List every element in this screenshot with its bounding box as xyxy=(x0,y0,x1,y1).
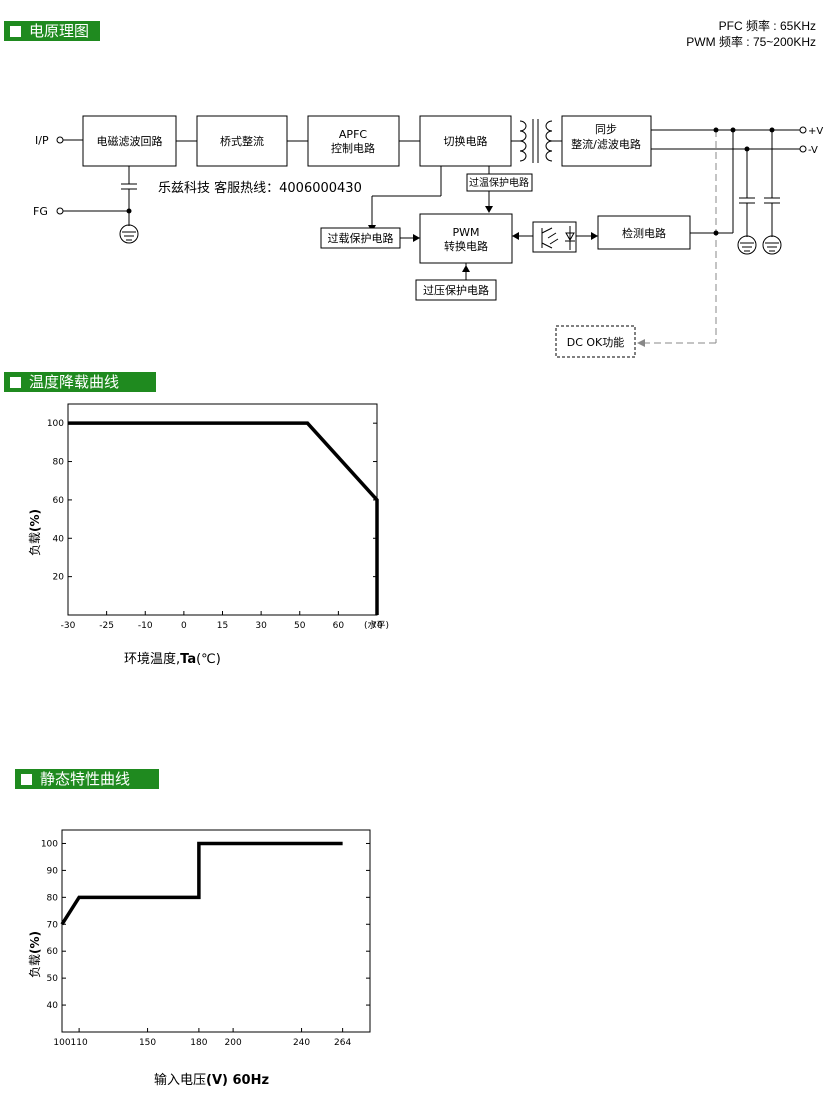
y-tick-label: 40 xyxy=(53,534,65,544)
x-tick-label: 110 xyxy=(71,1038,88,1048)
vplus-label: +V xyxy=(808,126,823,137)
derating-xlabel: 环境温度,Ta(℃) xyxy=(124,652,221,667)
optocoupler-box xyxy=(532,221,577,253)
section-header-static: 静态特性曲线 xyxy=(15,769,159,789)
x-tick-label: 200 xyxy=(225,1038,242,1048)
switch-label: 切换电路 xyxy=(444,134,488,148)
x-tick-label: 70 xyxy=(371,621,383,631)
transformer-secondary xyxy=(545,120,553,162)
x-tick-label: 15 xyxy=(217,621,228,631)
ip-label: I/P xyxy=(35,134,49,147)
y-tick-label: 80 xyxy=(53,458,65,468)
x-tick-label: 240 xyxy=(293,1038,310,1048)
sync-label-2: 整流/滤波电路 xyxy=(571,137,641,151)
x-tick-label: 0 xyxy=(181,621,187,631)
derating-ylabel: 负载(%) xyxy=(28,508,42,556)
detect-label: 检测电路 xyxy=(622,226,666,240)
plot-frame xyxy=(61,829,371,1033)
apfc-box xyxy=(307,115,400,167)
y-tick-label: 20 xyxy=(53,573,65,583)
square-icon xyxy=(21,773,32,785)
sync-label-1: 同步 xyxy=(595,123,617,136)
transformer-primary xyxy=(519,120,527,162)
x-tick-label: 180 xyxy=(190,1038,207,1048)
dcok-label: DC OK功能 xyxy=(567,335,625,349)
y-tick-label: 60 xyxy=(47,947,59,957)
x-tick-label: -25 xyxy=(99,621,114,631)
apfc-label-2: 控制电路 xyxy=(331,141,375,155)
plot-frame xyxy=(67,403,378,616)
y-tick-label: 50 xyxy=(47,974,59,984)
y-tick-label: 70 xyxy=(47,920,59,930)
section-header-derating: 温度降载曲线 xyxy=(4,372,156,392)
y-tick-label: 60 xyxy=(53,496,65,506)
block-diagram: I/P FG 电磁滤波回路 桥式整流 APFC 控制电路 切换电路 同步 整流/… xyxy=(33,115,823,358)
olp-label: 过载保护电路 xyxy=(328,231,394,245)
vminus-label: -V xyxy=(808,145,818,156)
x-tick-label: 30 xyxy=(255,621,267,631)
square-icon xyxy=(10,25,21,37)
derating-line xyxy=(68,421,379,615)
section-title: 电原理图 xyxy=(29,22,90,40)
y-tick-label: 90 xyxy=(47,866,59,876)
x-tick-label: 100 xyxy=(53,1038,70,1048)
pwm-label-1: PWM xyxy=(452,226,479,239)
x-tick-label: -10 xyxy=(138,621,153,631)
derating-chart: -30 -25 -10 0 15 30 50 60 70(水平) 20 40 60 80 100 xyxy=(47,403,389,631)
section-title: 温度降载曲线 xyxy=(29,373,120,391)
bridge-label: 桥式整流 xyxy=(220,134,264,148)
x-tick-label: -30 xyxy=(61,621,76,631)
frequency-info: PFC 频率 : 65KHz PWM 频率 : 75~200KHz xyxy=(686,18,816,50)
static-line xyxy=(60,841,343,926)
y-tick-label: 40 xyxy=(47,1001,59,1011)
section-title: 静态特性曲线 xyxy=(40,770,131,788)
apfc-label-1: APFC xyxy=(339,128,367,141)
fg-label: FG xyxy=(33,205,48,218)
x-tick-label: 60 xyxy=(333,621,345,631)
static-ylabel: 负载(%) xyxy=(28,930,42,978)
y-tick-label: 100 xyxy=(47,419,64,429)
section-header-circuit: 电原理图 xyxy=(4,21,100,41)
x-tick-unit: (水平) xyxy=(364,619,389,631)
y-tick-label: 100 xyxy=(41,839,58,849)
static-xlabel: 输入电压(V) 60Hz xyxy=(154,1073,270,1088)
x-tick-label: 50 xyxy=(294,621,306,631)
y-tick-label: 80 xyxy=(47,893,59,903)
otp-label: 过温保护电路 xyxy=(469,176,529,189)
pfc-frequency: PFC 频率 : 65KHz xyxy=(718,19,816,33)
square-icon xyxy=(10,376,21,388)
hotline-text: 乐兹科技 客服热线：4006000430 xyxy=(158,181,362,196)
pwm-frequency: PWM 频率 : 75~200KHz xyxy=(686,35,816,49)
emi-label: 电磁滤波回路 xyxy=(97,135,163,148)
ovp-label: 过压保护电路 xyxy=(423,283,489,297)
pwm-label-2: 转换电路 xyxy=(444,239,488,253)
x-tick-label: 264 xyxy=(334,1038,351,1048)
x-tick-label: 150 xyxy=(139,1038,156,1048)
